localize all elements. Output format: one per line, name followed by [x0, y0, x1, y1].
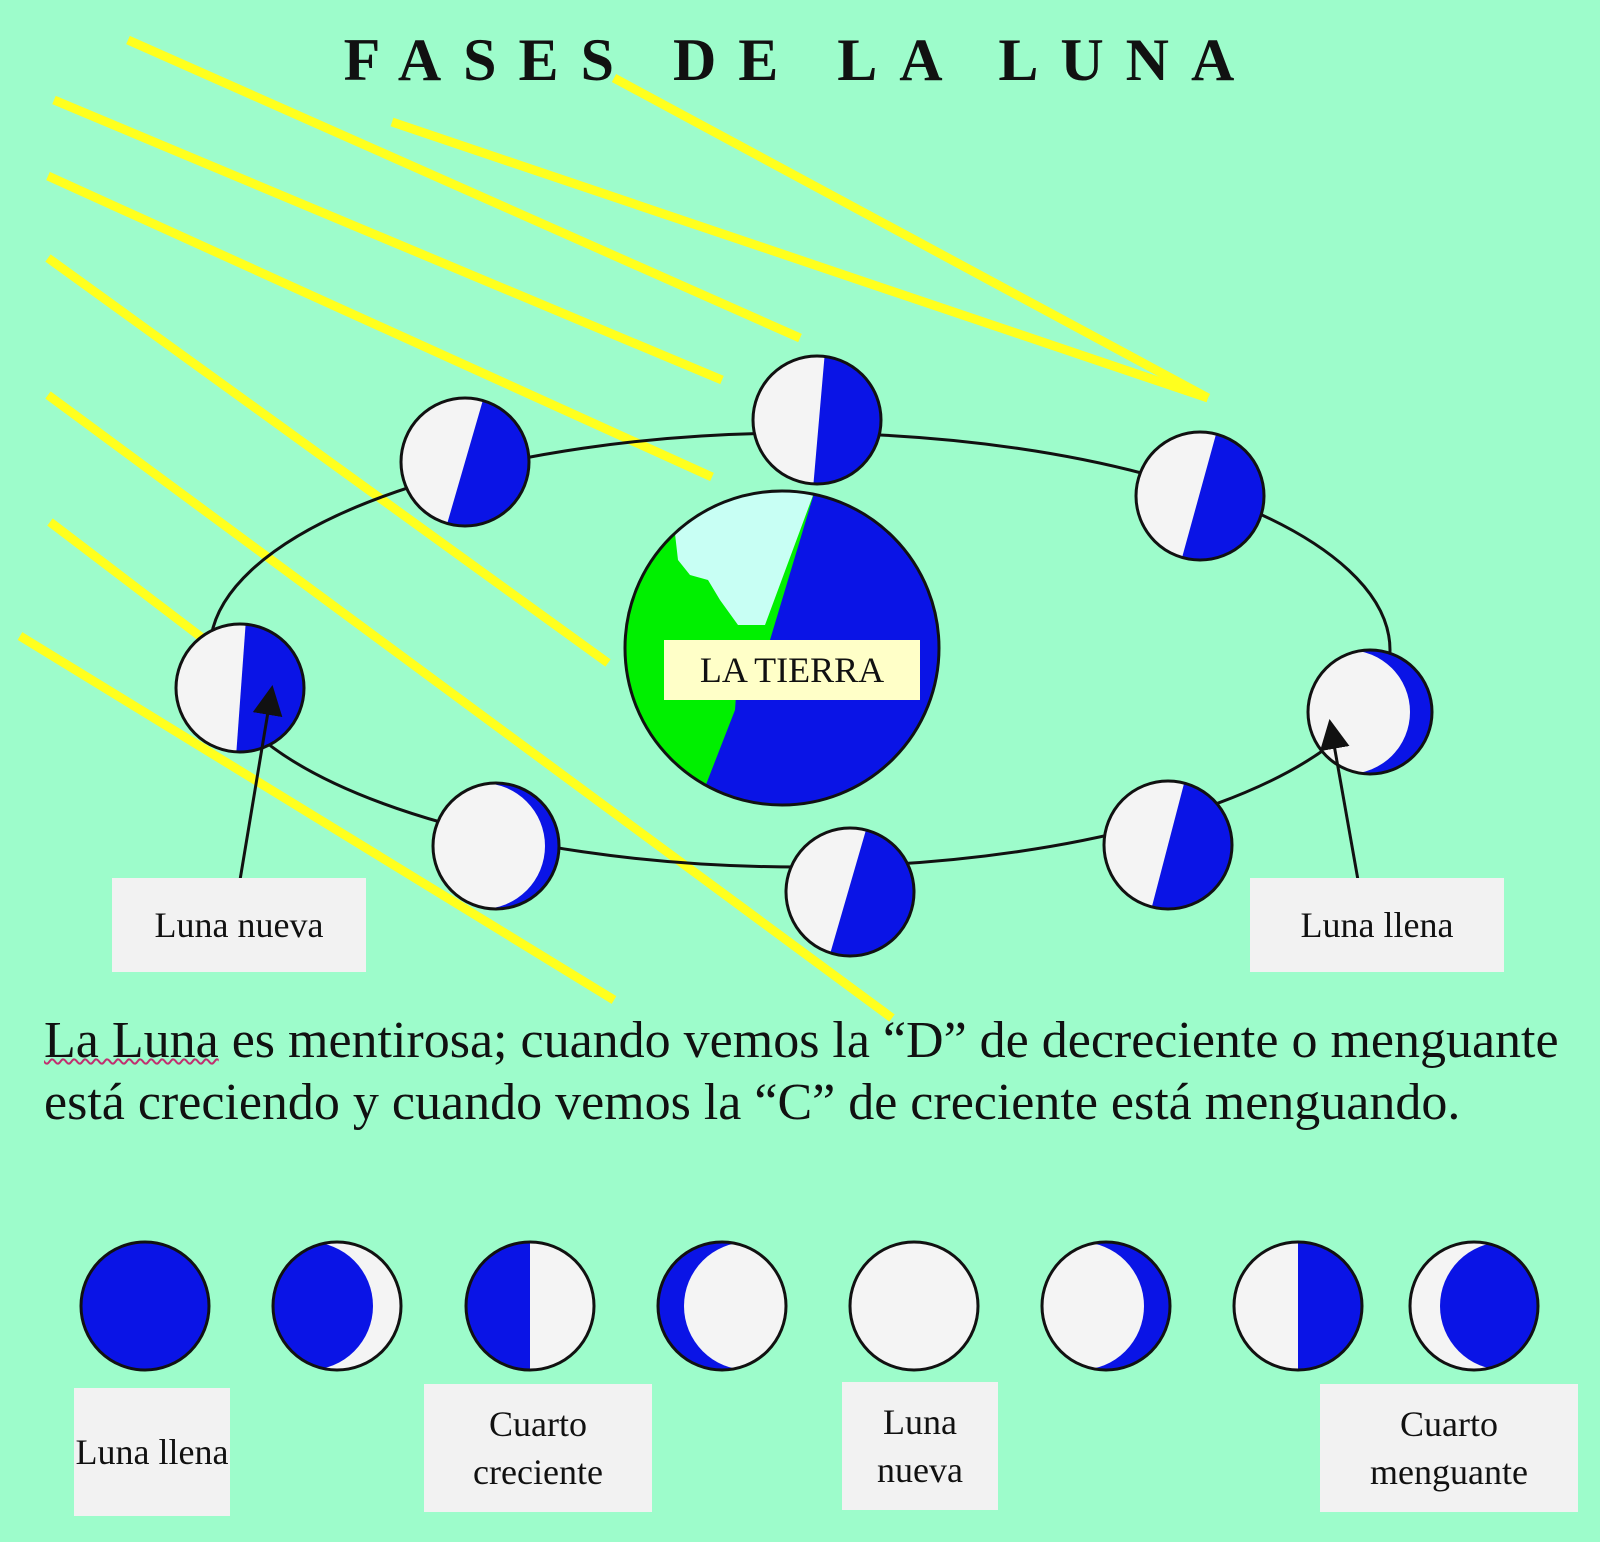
new-moon-arrow-icon — [238, 685, 283, 881]
orbit-moon-top-icon — [751, 354, 883, 486]
phase-label-last-quarter: Cuarto menguante — [1320, 1384, 1578, 1512]
phase-label-new: Luna nueva — [842, 1382, 998, 1510]
phase-label-first-quarter: Cuarto creciente — [424, 1384, 652, 1512]
orbit-moons — [174, 354, 1434, 958]
full-moon-arrow-icon — [1319, 719, 1360, 881]
explanation-text: La Luna es mentirosa; cuando vemos la “D… — [44, 1010, 1564, 1134]
page-title: FASES DE LA LUNA — [343, 27, 1257, 93]
sun-rays — [17, 35, 1211, 1022]
phase-waxing-crescent-icon — [271, 1240, 403, 1372]
phase-full-dark-icon — [79, 1240, 211, 1372]
sun-ray-icon — [47, 518, 208, 644]
sun-ray-icon — [390, 117, 1210, 403]
sun-ray-icon — [17, 632, 617, 1004]
caption-underlined: La Luna — [44, 1012, 219, 1069]
sun-ray-icon — [45, 391, 895, 1022]
phase-waning-crescent-icon — [1408, 1240, 1540, 1372]
sun-ray-icon — [46, 171, 714, 482]
caption-rest: es mentirosa; cuando vemos la “D” de dec… — [44, 1012, 1559, 1131]
phase-first-quarter-icon — [464, 1240, 596, 1372]
phase-waxing-gibbous-icon — [656, 1240, 788, 1372]
phase-full-light-icon — [848, 1240, 980, 1372]
orbit-moon-lower-left-icon — [431, 781, 561, 911]
earth-label: LA TIERRA — [664, 640, 920, 700]
phase-last-quarter-icon — [1232, 1240, 1364, 1372]
orbit-moon-upper-right-icon — [1134, 430, 1266, 562]
orbit-moon-bottom-icon — [784, 826, 916, 958]
sun-ray-icon — [45, 254, 611, 667]
phase-row — [79, 1240, 1540, 1372]
sun-ray-icon — [126, 35, 802, 343]
orbit-label-new-moon: Luna nueva — [112, 878, 366, 972]
orbit-moon-new-icon — [174, 622, 306, 754]
orbit-label-full-moon: Luna llena — [1250, 878, 1504, 972]
sun-ray-icon — [611, 74, 1211, 402]
phase-waning-gibbous-icon — [1040, 1240, 1172, 1372]
orbit-moon-upper-left-icon — [399, 396, 531, 528]
phase-label-full: Luna llena — [74, 1388, 230, 1516]
orbit-moon-lower-right-icon — [1102, 779, 1234, 911]
orbit-moon-full-icon — [1306, 648, 1434, 776]
sun-ray-icon — [52, 95, 724, 385]
